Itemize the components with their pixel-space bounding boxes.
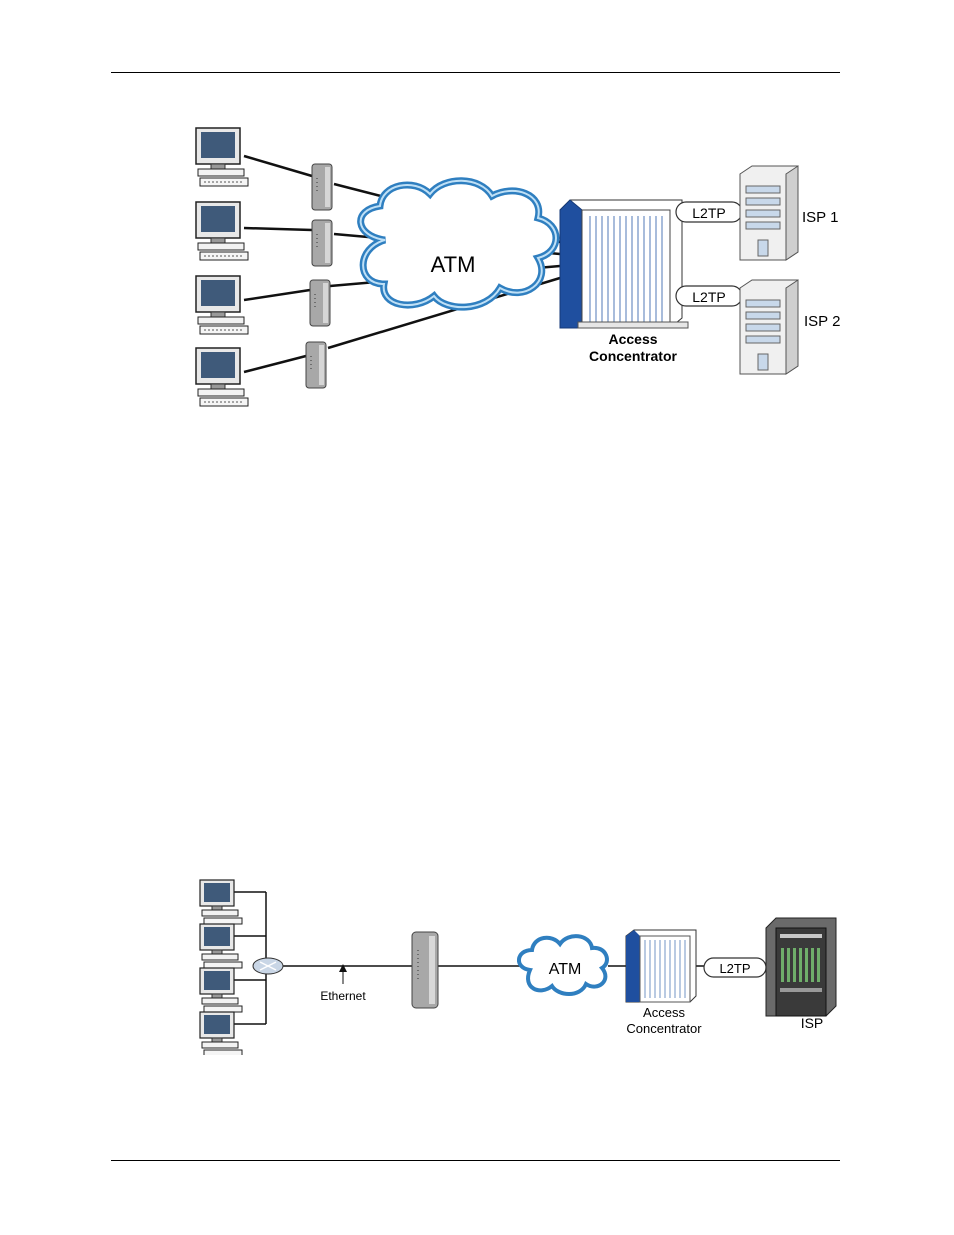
ethernet-arrow-icon <box>339 964 347 984</box>
access-concentrator-icon <box>626 930 696 1002</box>
concentrator-label-line2: Concentrator <box>626 1021 702 1036</box>
isp-label: ISP <box>801 1015 824 1031</box>
computer-icon <box>196 202 248 260</box>
ethernet-label: Ethernet <box>320 989 366 1003</box>
hub-icon <box>253 958 283 974</box>
computer-icon <box>196 276 248 334</box>
computer-icon <box>196 128 248 186</box>
concentrator-label-line1: Access <box>608 331 657 347</box>
footer-rule <box>111 1160 840 1161</box>
computer-icon <box>200 1012 242 1055</box>
computer-icon <box>200 880 242 924</box>
concentrator-label-line2: Concentrator <box>589 348 677 364</box>
dsl-modem-icon <box>310 280 330 326</box>
isp-2-label: ISP 2 <box>804 313 840 330</box>
l2tp-label: L2TP <box>719 961 750 976</box>
access-concentrator-icon <box>560 200 688 328</box>
l2tp-network-diagram: ATM Access Concentrator L2TP L2TP ISP 1 … <box>0 118 954 408</box>
computer-icon <box>196 348 248 406</box>
isp-server-rack-icon <box>766 918 836 1016</box>
atm-cloud-icon <box>361 181 556 307</box>
isp-1-label: ISP 1 <box>802 209 838 226</box>
computer-icon <box>200 968 242 1012</box>
header-rule <box>111 72 840 73</box>
atm-cloud-label: ATM <box>431 252 476 277</box>
l2tp-label: L2TP <box>692 289 725 305</box>
isp-server-icon <box>740 280 798 374</box>
dsl-modem-icon <box>306 342 326 388</box>
isp-server-icon <box>740 166 798 260</box>
l2tp-label: L2TP <box>692 205 725 221</box>
atm-cloud-label: ATM <box>549 961 582 978</box>
dsl-modem-icon <box>412 932 438 1008</box>
concentrator-label-line1: Access <box>643 1005 685 1020</box>
ethernet-l2tp-network-diagram: Ethernet ATM Access Concentrator L2TP <box>0 870 954 1055</box>
dsl-modem-icon <box>312 164 332 210</box>
dsl-modem-icon <box>312 220 332 266</box>
computer-icon <box>200 924 242 968</box>
